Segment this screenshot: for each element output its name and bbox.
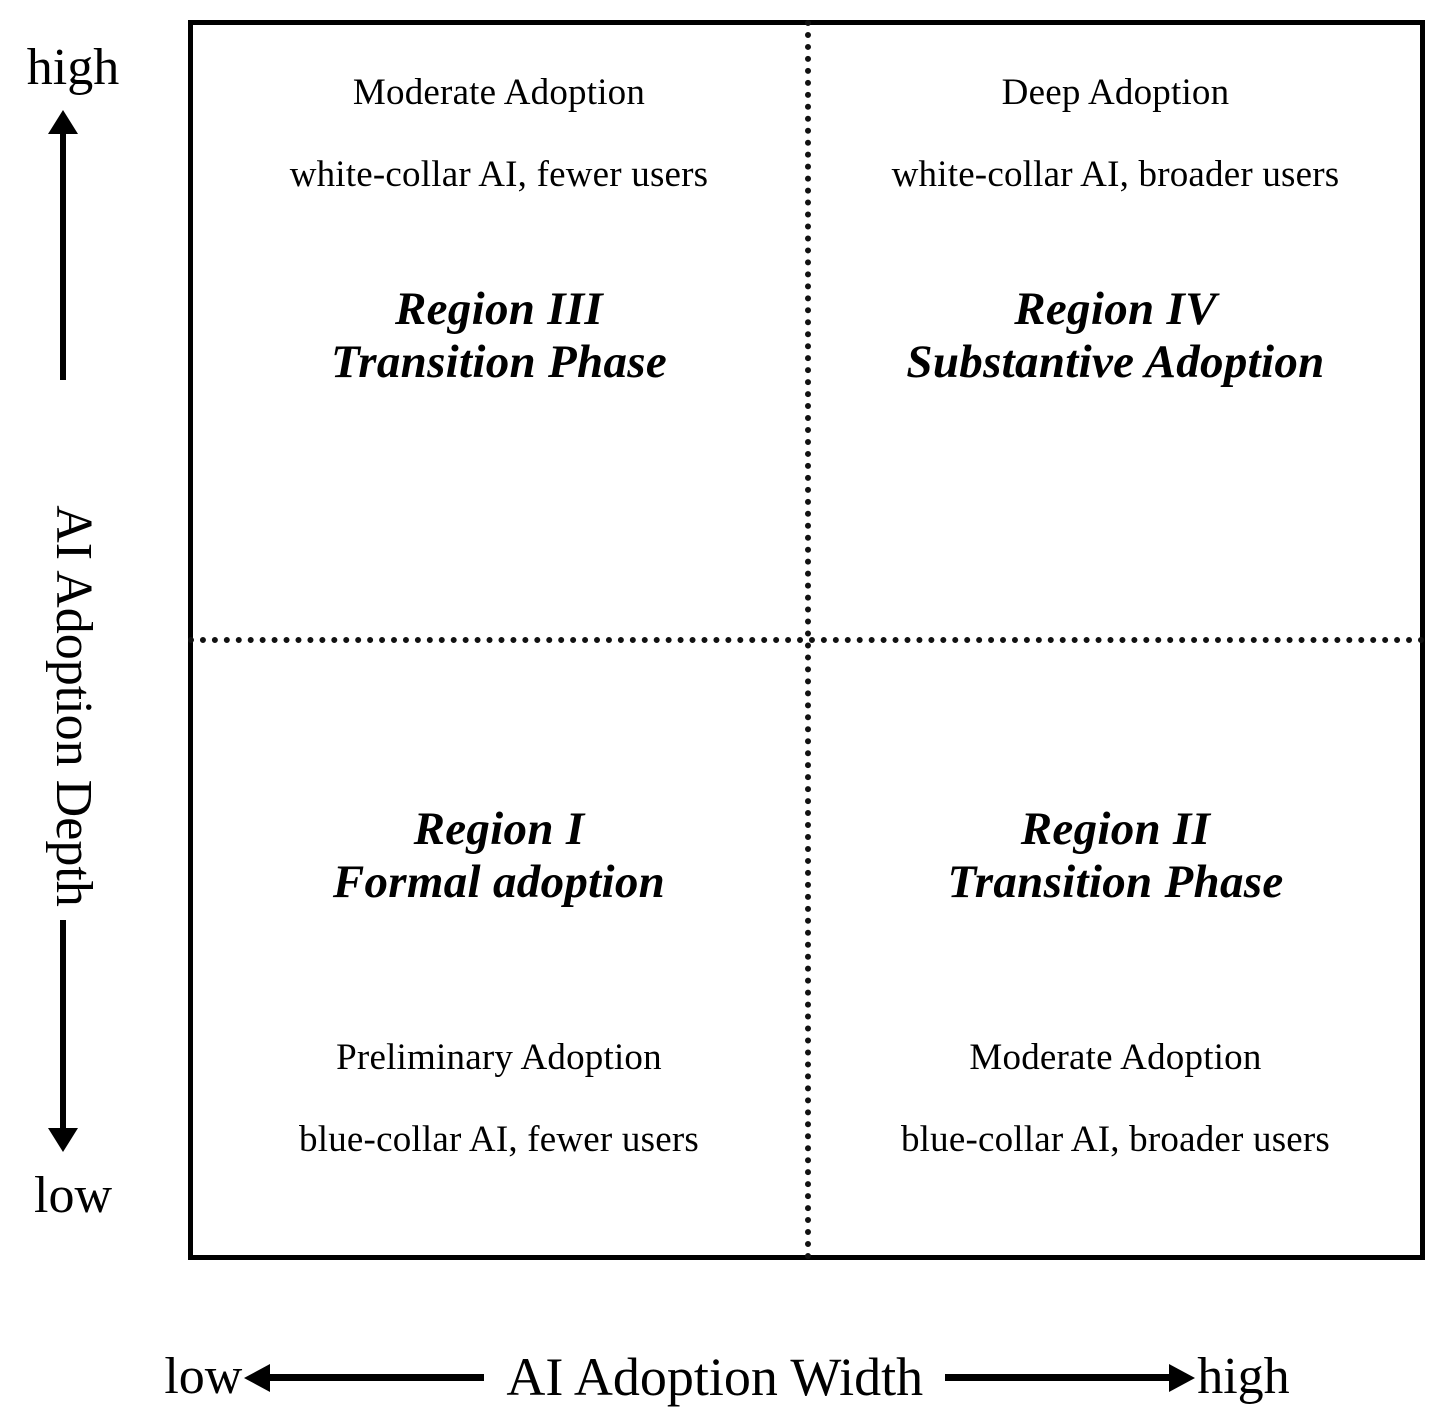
region-phase: Substantive Adoption bbox=[906, 335, 1325, 388]
arrow-right-icon bbox=[945, 1363, 1196, 1392]
caption-block: Preliminary Adoption blue-collar AI, few… bbox=[299, 1038, 699, 1160]
region-phase: Transition Phase bbox=[330, 335, 668, 388]
y-axis: high AI Adoption Depth low bbox=[0, 20, 170, 1260]
arrow-left-icon bbox=[244, 1363, 485, 1392]
region-name: Region III bbox=[394, 282, 604, 335]
x-axis-high-label: high bbox=[1197, 1348, 1290, 1405]
region-phase: Transition Phase bbox=[947, 855, 1284, 908]
quadrant-caption-top: Preliminary Adoption bbox=[336, 1037, 662, 1079]
y-axis-low-label: low bbox=[34, 1167, 112, 1224]
arrow-up-icon bbox=[48, 110, 78, 380]
quadrant-caption-bottom: blue-collar AI, fewer users bbox=[299, 1119, 699, 1161]
vertical-divider bbox=[805, 20, 811, 1260]
quadrant-region-iii[interactable]: Moderate Adoption white-collar AI, fewer… bbox=[193, 25, 805, 637]
region-name: Region IV bbox=[1014, 282, 1217, 335]
x-axis-title: AI Adoption Width bbox=[506, 1347, 924, 1407]
quadrant-region-i[interactable]: Region I Formal adoption Preliminary Ado… bbox=[193, 643, 805, 1255]
quadrant-caption-top: Deep Adoption bbox=[1001, 72, 1230, 113]
quadrant-caption-bottom: blue-collar AI, broader users bbox=[900, 1119, 1331, 1161]
region-block: Region I Formal adoption bbox=[333, 803, 665, 908]
y-axis-title: AI Adoption Depth bbox=[45, 505, 102, 907]
quadrant-caption-bottom: white-collar AI, broader users bbox=[891, 153, 1340, 195]
x-axis-low-label: low bbox=[164, 1348, 243, 1405]
quadrant-region-ii[interactable]: Region II Transition Phase Moderate Adop… bbox=[811, 643, 1420, 1255]
region-block: Region IV Substantive Adoption bbox=[906, 283, 1324, 388]
quadrant-caption-top: Moderate Adoption bbox=[352, 72, 646, 113]
region-phase: Formal adoption bbox=[332, 855, 666, 908]
y-axis-high-label: high bbox=[26, 39, 120, 96]
x-axis: low AI Adoption Width high bbox=[0, 1330, 1454, 1424]
caption-block: Moderate Adoption blue-collar AI, broade… bbox=[901, 1038, 1330, 1160]
arrow-down-icon bbox=[48, 920, 78, 1152]
quadrant-caption-top: Moderate Adoption bbox=[969, 1037, 1262, 1079]
quadrant-region-iv[interactable]: Deep Adoption white-collar AI, broader u… bbox=[811, 25, 1420, 637]
region-block: Region II Transition Phase bbox=[947, 803, 1283, 908]
region-block: Region III Transition Phase bbox=[331, 283, 667, 388]
quadrant-caption-bottom: white-collar AI, fewer users bbox=[289, 153, 709, 195]
region-name: Region II bbox=[1020, 803, 1211, 855]
region-name: Region I bbox=[413, 803, 585, 855]
